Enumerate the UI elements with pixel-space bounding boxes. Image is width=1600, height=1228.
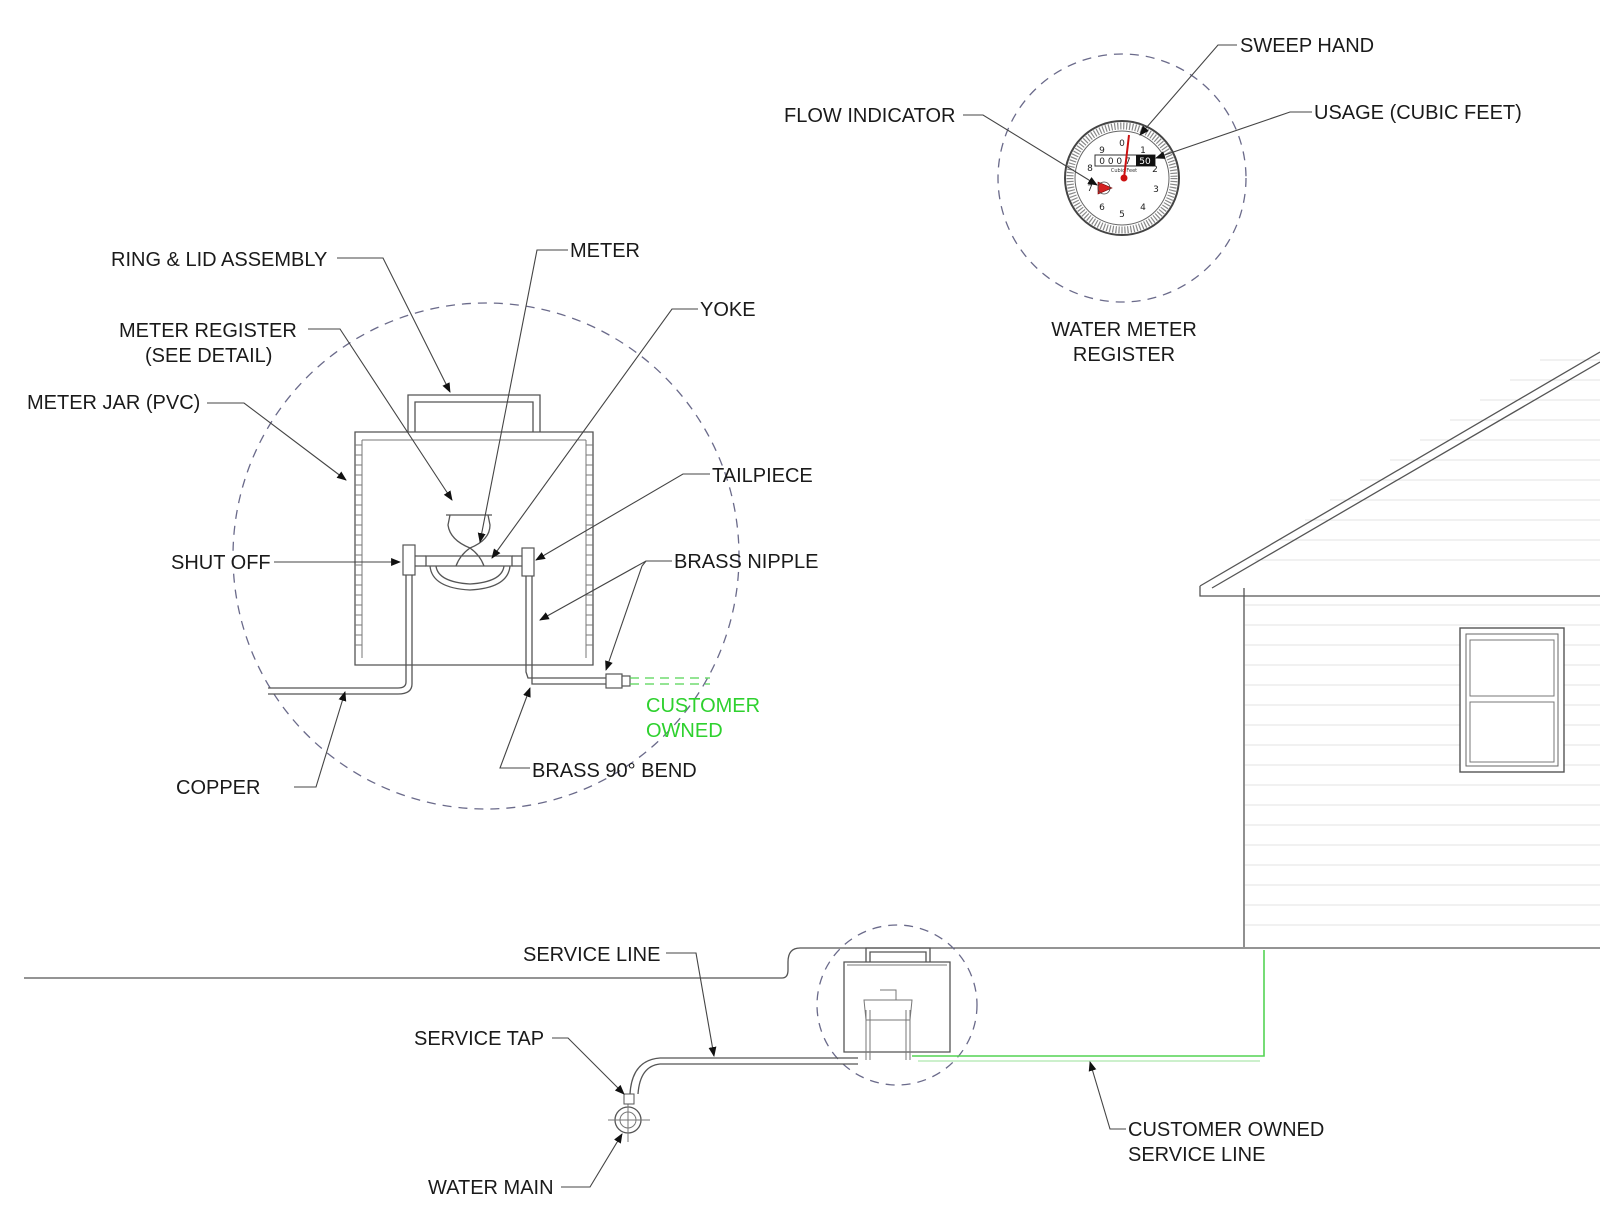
brass-nipple-label: BRASS NIPPLE xyxy=(674,551,819,573)
service-line-leader xyxy=(666,952,717,1057)
sweep-hand-icon xyxy=(1123,134,1130,179)
dial-number-9: 9 xyxy=(1099,146,1105,156)
house-wall-siding xyxy=(1245,359,1600,926)
customer-owned-label-line1: CUSTOMER xyxy=(646,695,760,717)
register-dial: 0 1 2 3 4 5 6 7 8 9 0 0 0 7 50 Cubic Fee… xyxy=(1064,120,1180,236)
ring-lid-label: RING & LID ASSEMBLY xyxy=(111,249,327,271)
meter-label: METER xyxy=(570,240,640,262)
tailpiece-label: TAILPIECE xyxy=(712,465,813,487)
shut-off-label: SHUT OFF xyxy=(171,552,271,574)
dial-number-6: 6 xyxy=(1099,203,1105,213)
meter-jar xyxy=(354,431,594,666)
flow-indicator-leader xyxy=(963,114,1098,186)
house-window xyxy=(1459,627,1565,773)
meter-detail-boundary xyxy=(232,302,740,810)
customer-owned-label-line2: OWNED xyxy=(646,720,723,742)
ground-line xyxy=(24,947,1600,979)
dial-number-5: 5 xyxy=(1119,210,1125,220)
meter-register-label-line1: METER REGISTER xyxy=(119,320,297,342)
register-title-line1: WATER METER xyxy=(1051,319,1197,341)
service-tap-leader xyxy=(552,1037,625,1095)
sweep-hand-leader xyxy=(1139,44,1237,136)
water-main-leader xyxy=(561,1133,623,1188)
shut-off-valve xyxy=(402,544,416,576)
customer-owned-pipe xyxy=(630,677,710,685)
brass-bend-leader xyxy=(499,687,531,769)
water-main xyxy=(608,1093,650,1142)
ring-lid-assembly xyxy=(407,394,541,432)
meter-detail: RING & LID ASSEMBLY METER YOKE METER REG… xyxy=(27,240,819,810)
dial-number-1: 1 xyxy=(1140,146,1146,156)
copper-leader xyxy=(294,691,347,788)
brass-bend-label: BRASS 90° BEND xyxy=(532,760,697,782)
customer-service-label-line2: SERVICE LINE xyxy=(1128,1144,1265,1166)
site-plan: SERVICE LINE SERVICE TAP WATER MAIN CUST… xyxy=(24,924,1600,1199)
dial-number-7: 7 xyxy=(1087,184,1093,194)
brass-nipple xyxy=(605,673,623,689)
house xyxy=(1199,351,1600,947)
sweep-hand-label: SWEEP HAND xyxy=(1240,35,1374,57)
odometer-digits: 0 0 0 7 xyxy=(1099,157,1131,167)
ring-lid-leader xyxy=(337,257,451,393)
odometer-highlight-box xyxy=(1136,155,1155,166)
meter-jar-leader xyxy=(207,402,347,481)
small-meter-pit xyxy=(843,947,951,1060)
register-detail: 0 1 2 3 4 5 6 7 8 9 0 0 0 7 50 Cubic Fee… xyxy=(784,35,1522,366)
register-title-line2: REGISTER xyxy=(1073,344,1175,366)
customer-service-label-line1: CUSTOMER OWNED xyxy=(1128,1119,1324,1141)
copper-label: COPPER xyxy=(176,777,260,799)
service-line-label: SERVICE LINE xyxy=(523,944,660,966)
customer-service-line xyxy=(912,950,1265,1057)
register-detail-boundary xyxy=(997,53,1247,303)
tailpiece-leader xyxy=(535,473,710,561)
odometer-highlight: 50 xyxy=(1139,157,1151,167)
dial-number-2: 2 xyxy=(1152,165,1158,175)
meter-jar-label: METER JAR (PVC) xyxy=(27,392,200,414)
brass-nipple-pipe xyxy=(525,576,606,685)
meter-body xyxy=(402,514,535,591)
house-roof xyxy=(1199,351,1600,597)
tailpiece xyxy=(521,547,535,577)
meter-leader xyxy=(477,249,568,543)
water-main-label: WATER MAIN xyxy=(428,1177,554,1199)
dial-number-8: 8 xyxy=(1087,164,1093,174)
yoke-leader xyxy=(491,308,698,559)
usage-leader xyxy=(1155,111,1312,159)
meter-register-leader xyxy=(308,328,453,501)
usage-label: USAGE (CUBIC FEET) xyxy=(1314,102,1522,124)
yoke-label: YOKE xyxy=(700,299,756,321)
dial-number-3: 3 xyxy=(1153,185,1159,195)
service-tap-label: SERVICE TAP xyxy=(414,1028,544,1050)
dial-number-4: 4 xyxy=(1140,203,1146,213)
customer-service-leader xyxy=(1088,1061,1126,1130)
service-line-pipe xyxy=(629,1057,858,1095)
flow-indicator-label: FLOW INDICATOR xyxy=(784,105,955,127)
brass-nipple-leader-b xyxy=(605,560,647,671)
meter-pit-callout xyxy=(816,924,978,1086)
copper-pipe xyxy=(268,575,413,695)
brass-nipple-leader-a xyxy=(539,560,672,621)
dial-number-0: 0 xyxy=(1119,139,1125,149)
meter-register-label-line2: (SEE DETAIL) xyxy=(145,345,272,367)
